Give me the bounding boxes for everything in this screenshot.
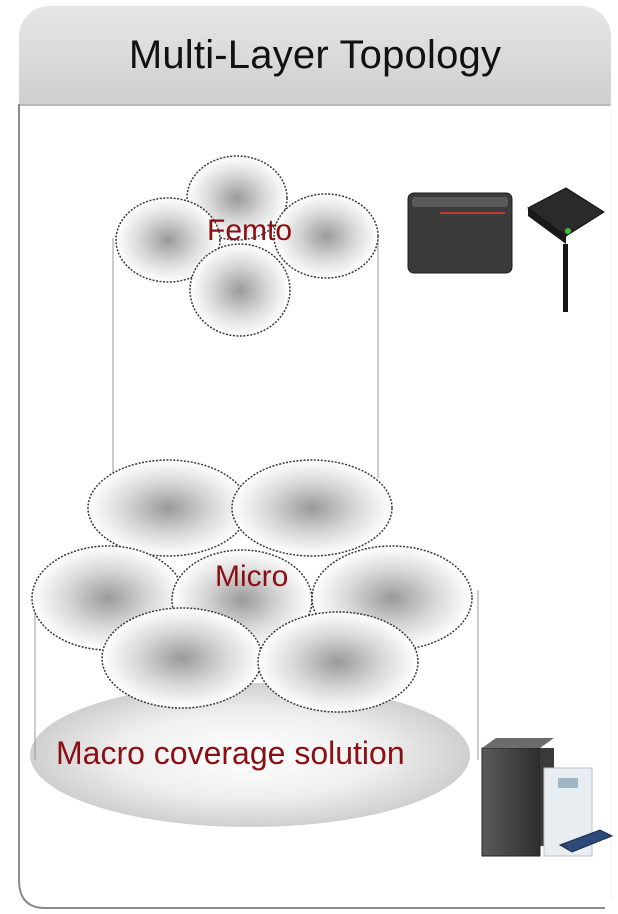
femto-cell [115, 197, 221, 283]
micro-cell [257, 611, 419, 713]
femto-cell [189, 243, 291, 337]
macro-base-station-icon [481, 738, 614, 857]
femto-cell [273, 193, 379, 279]
frame-left-edge [18, 104, 605, 909]
macro-coverage-ellipse [30, 683, 470, 827]
femto-access-point-icon [527, 187, 605, 312]
micro-layer-label: Micro [215, 560, 289, 593]
micro-cell [231, 459, 393, 557]
title-bar: Multi-Layer Topology [19, 6, 611, 106]
micro-cell [101, 607, 263, 709]
femto-router-icon [407, 192, 513, 274]
macro-layer-label: Macro coverage solution [56, 735, 405, 771]
page-title: Multi-Layer Topology [128, 32, 502, 77]
femto-layer-label: Femto [207, 214, 293, 247]
femto-cells [115, 155, 379, 337]
micro-cells [31, 459, 473, 713]
micro-cell [87, 459, 249, 557]
